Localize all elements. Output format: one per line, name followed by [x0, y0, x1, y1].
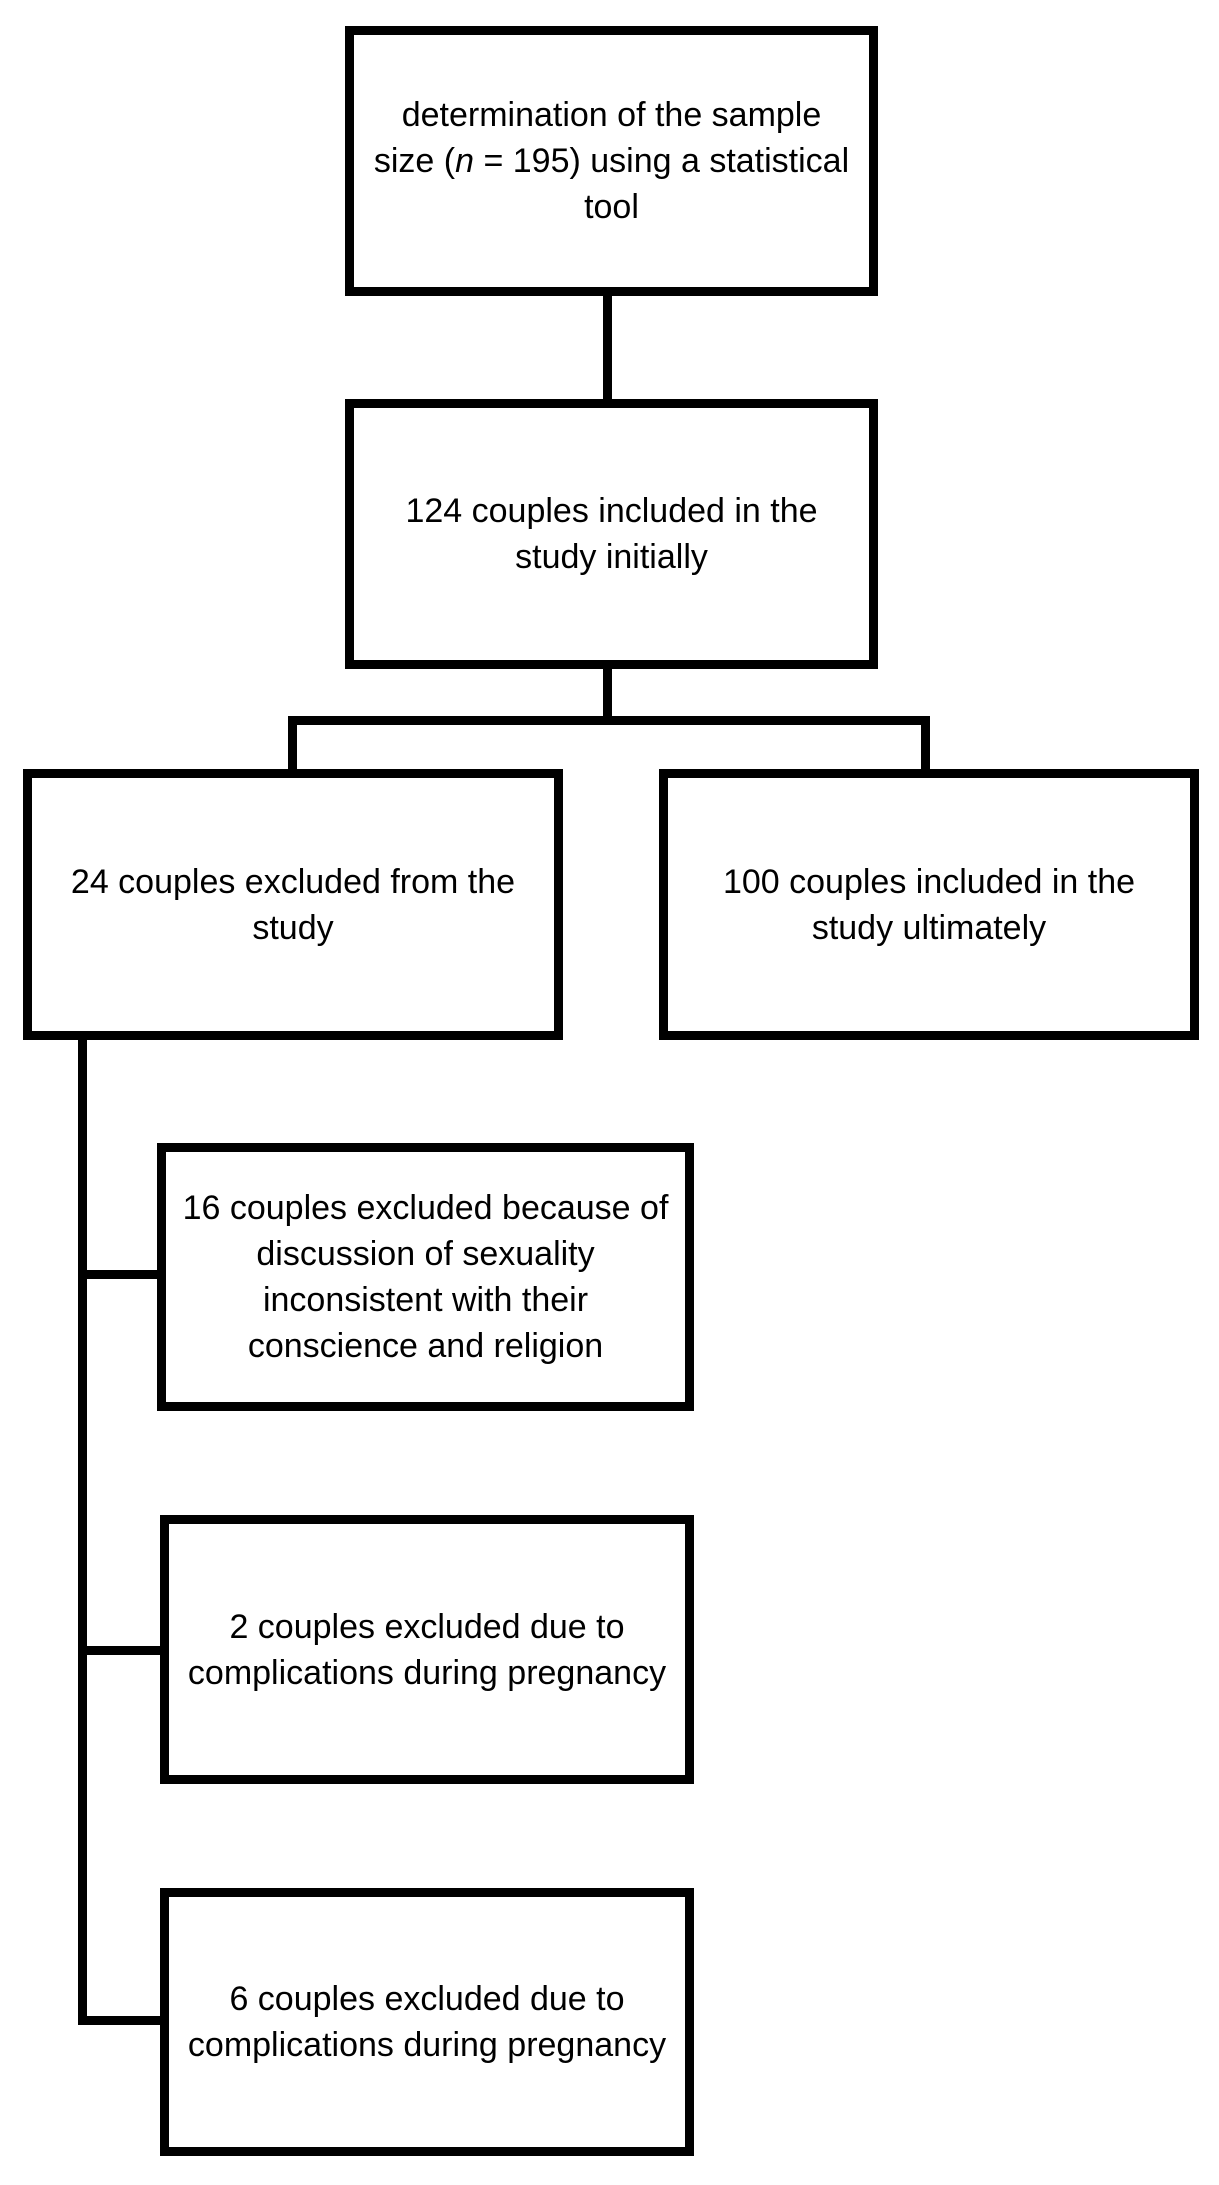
excluded-box: 24 couples excluded from the study — [23, 769, 563, 1040]
connector-branch-reason-1 — [78, 1270, 164, 1279]
exclusion-reason-text: 16 couples excluded because of discussio… — [182, 1189, 669, 1365]
connector-sample-to-initial — [603, 295, 612, 403]
sample-size-box: determination of the sample size (n = 19… — [345, 26, 878, 296]
exclusion-reason-text: 6 couples excluded due to complications … — [187, 1980, 667, 2064]
included-box: 100 couples included in the study ultima… — [659, 769, 1199, 1040]
connector-initial-stem — [603, 668, 612, 720]
initial-inclusion-box: 124 couples included in the study initia… — [345, 399, 878, 669]
connector-split-right-drop — [921, 716, 930, 772]
connector-split-left-drop — [288, 716, 297, 772]
connector-split-horizontal — [288, 716, 930, 725]
connector-branch-reason-3 — [78, 2016, 164, 2025]
included-text: 100 couples included in the study ultima… — [722, 862, 1136, 947]
exclusion-reason-text: 2 couples excluded due to complications … — [187, 1607, 667, 1692]
exclusion-reason-box-1: 16 couples excluded because of discussio… — [157, 1143, 694, 1411]
connector-excluded-trunk — [78, 1035, 87, 2025]
exclusion-reason-box-2: 2 couples excluded due to complications … — [160, 1515, 694, 1784]
exclusion-reason-box-3: 6 couples excluded due to complications … — [160, 1888, 694, 2156]
initial-inclusion-text: 124 couples included in the study initia… — [405, 492, 818, 576]
sample-size-text: determination of the sample size (n = 19… — [373, 96, 850, 226]
excluded-text: 24 couples excluded from the study — [70, 862, 516, 947]
connector-branch-reason-2 — [78, 1646, 164, 1655]
